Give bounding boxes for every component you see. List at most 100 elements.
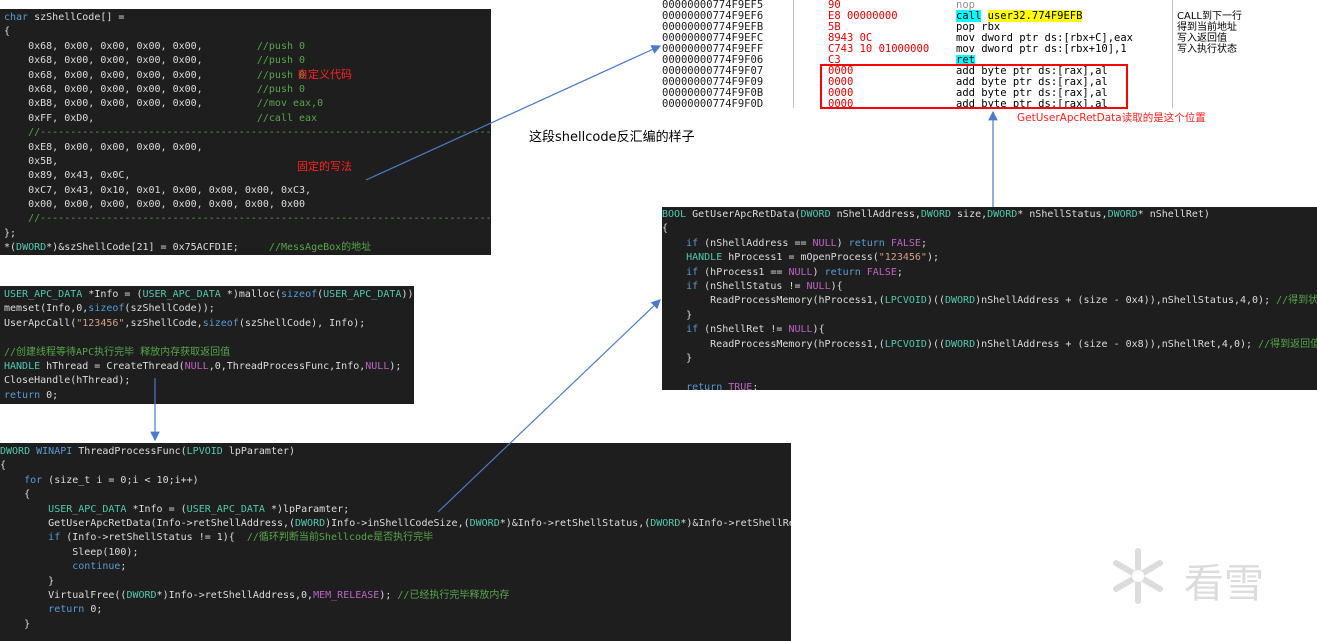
disasm-address: 00000000774F9F0B — [662, 87, 764, 99]
code-token: hProcess1 = mOpenProcess( — [722, 252, 879, 264]
code-token: //push 0 — [256, 55, 306, 67]
disasm-instruction: mov dword ptr ds:[rbx+C],eax — [956, 32, 1134, 44]
disasm-address: 00000000774F9EF6 — [662, 10, 764, 22]
code-token: *)malloc( — [220, 289, 281, 300]
code-token: 0xFF, 0xD0, — [4, 112, 257, 124]
code-line: 0x68, 0x00, 0x00, 0x00, 0x00, //push 0 — [4, 83, 491, 97]
disasm-bytes: 0000 — [828, 87, 854, 99]
call-mnemonic: call — [956, 10, 982, 22]
code-line: { — [0, 488, 791, 502]
code-token: if — [686, 280, 699, 292]
column-divider — [793, 55, 794, 66]
code-token: //push 0 — [256, 40, 306, 52]
code-token: GetUserApcRetData(Info->retShellAddress,… — [0, 517, 296, 529]
disasm-instruction: add byte ptr ds:[rax],al — [956, 76, 1108, 88]
code-token: memset(Info,0, — [4, 303, 89, 315]
code-token: 0x00, 0x00, 0x00, 0x00, 0x00, 0x00, 0x00… — [4, 199, 306, 211]
code-token: if — [686, 266, 699, 278]
code-token: //创建线程等待APC执行完毕 释放内存获取返回值 — [4, 346, 231, 358]
code-token: 0xC7, 0x43, 0x10, 0x01, 0x00, 0x00, 0x00… — [4, 184, 312, 196]
code-line: if (hProcess1 == NULL) return FALSE; — [662, 266, 1317, 280]
code-token: FALSE — [890, 237, 921, 249]
code-token: )); — [401, 289, 414, 300]
column-divider — [793, 11, 794, 22]
code-token: //mov eax,0 — [256, 98, 324, 110]
code-line: //--------------------------------------… — [4, 126, 491, 140]
disasm-bytes: 0000 — [828, 98, 854, 109]
code-token: "123456" — [878, 252, 927, 264]
code-line: { — [662, 222, 1317, 236]
code-token: nShellAddress, — [830, 209, 921, 220]
disasm-address: 00000000774F9F0D — [662, 98, 764, 109]
code-panel-thread-func: DWORD WINAPI ThreadProcessFunc(LPVOID lp… — [0, 443, 791, 641]
code-token: 0x68, 0x00, 0x00, 0x00, 0x00, — [4, 55, 257, 67]
code-token: 0x68, 0x00, 0x00, 0x00, 0x00, — [4, 83, 257, 95]
code-token: *)&Info->retShellRet); — [680, 517, 791, 529]
code-line: } — [662, 352, 1317, 366]
code-token: if — [686, 324, 699, 336]
code-token: LPCVOID — [884, 338, 927, 350]
code-token: ( — [317, 289, 324, 300]
code-token: "123456" — [76, 317, 125, 329]
debugger-red-note: GetUserApcRetData读取的是这个位置 — [1017, 112, 1206, 124]
code-line: CloseHandle(hThread); — [4, 374, 414, 388]
code-token: ; — [120, 561, 127, 573]
code-token: return — [848, 237, 885, 249]
code-token: //call eax — [256, 112, 318, 124]
code-token: BOOL — [662, 209, 687, 220]
code-token: (nShellAddress == — [698, 237, 813, 249]
code-token: 0; — [84, 604, 103, 616]
code-token: * nShellRet) — [1137, 209, 1210, 220]
code-line: if (nShellStatus != NULL){ — [662, 280, 1317, 294]
code-token: DWORD — [126, 589, 157, 601]
code-line: 0x68, 0x00, 0x00, 0x00, 0x00, //push 0 — [4, 40, 491, 54]
column-divider — [793, 88, 794, 99]
code-token: CloseHandle(hThread); — [4, 375, 131, 387]
code-token: 0x68, 0x00, 0x00, 0x00, 0x00, — [4, 69, 257, 81]
code-token: 0; — [40, 389, 59, 401]
code-token: NULL — [788, 266, 813, 278]
code-token: } — [662, 352, 693, 364]
code-token: USER_APC_DATA — [4, 289, 83, 300]
code-token: ThreadProcessFunc( — [72, 446, 187, 457]
code-token: NULL — [788, 324, 813, 336]
code-token: WINAPI — [36, 446, 73, 457]
code-token: (szShellCode)); — [124, 303, 215, 315]
code-token: DWORD — [944, 338, 976, 350]
code-token: DWORD — [800, 209, 831, 220]
comment-column-divider — [1172, 0, 1173, 108]
code-token: Sleep(100); — [0, 546, 139, 558]
code-line: USER_APC_DATA *Info = (USER_APC_DATA *)l… — [0, 503, 791, 517]
code-token: (hProcess1 == — [698, 266, 789, 278]
code-token: { — [0, 460, 7, 472]
code-token: sizeof — [88, 303, 125, 315]
code-line: return 0; — [0, 603, 791, 617]
code-line: return TRUE; — [662, 381, 1317, 390]
code-token: { — [662, 223, 669, 235]
code-line: return 0; — [4, 389, 414, 403]
code-token: NULL — [365, 360, 390, 372]
code-token: DWORD — [1107, 209, 1138, 220]
code-token: } — [0, 575, 55, 587]
code-line: 0x5B, — [4, 155, 491, 169]
code-token: { — [4, 26, 11, 38]
code-line: DWORD WINAPI ThreadProcessFunc(LPVOID lp… — [0, 445, 791, 459]
code-token: USER_APC_DATA — [48, 503, 127, 515]
code-token: )nShellAddress + (size - 0x8)),nShellRet… — [975, 338, 1259, 350]
disasm-instruction: nop — [956, 0, 975, 11]
code-token: (nShellRet != — [698, 324, 789, 336]
disasm-instruction: mov dword ptr ds:[rbx+10],1 — [956, 43, 1127, 55]
code-line: ReadProcessMemory(hProcess1,(LPCVOID)((D… — [662, 338, 1317, 352]
code-token: DWORD — [920, 209, 952, 220]
code-token: if — [686, 237, 699, 249]
